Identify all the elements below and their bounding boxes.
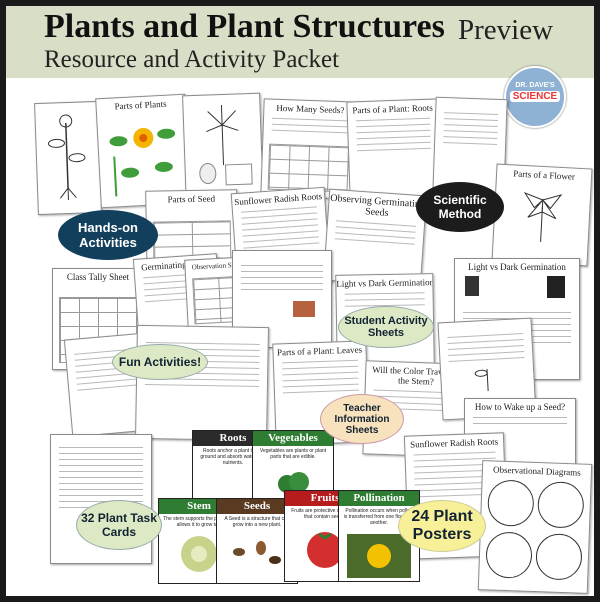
card-label: Vegetables [253,431,333,446]
sheet-parts-flower: Parts of a Flower [491,163,593,267]
oval-fun-activities: Fun Activities! [112,344,208,380]
flower-leaves-icon [109,127,176,197]
sheet-observing-seeds: Observing Germinating Seeds [322,188,428,288]
flower-diagram-icon [523,192,563,242]
logo-badge: DR. DAVE'S SCIENCE [504,66,566,128]
lily-icon [199,105,253,186]
card-desc: A Seed is a structure that can grow into… [224,516,290,528]
sheet-title: Light vs Dark Germination [336,277,435,289]
sheet-observational-diagrams: Observational Diagrams [477,460,593,594]
sheet-questions [135,324,269,442]
pot-icon [293,301,315,317]
oval-teacher-info: Teacher Information Sheets [320,394,404,444]
broccoli-icon [278,472,309,493]
sheet-title: Observing Germinating Seeds [329,192,426,219]
card-desc: Fruits are protective structures that co… [291,508,359,520]
cups-icon [465,276,565,298]
sheet-procedure [437,317,537,421]
seedling-icon [474,368,489,391]
card-desc: Roots anchor a plant to the ground and a… [200,448,266,466]
sheet-title: How to Wake up a Seed? [474,402,566,412]
oval-posters: 24 Plant Posters [398,500,486,552]
logo-line1: DR. DAVE'S [515,82,555,89]
sheet-title: Observational Diagrams [492,464,581,478]
sheet-parts-roots: Parts of a Plant: Roots [346,98,442,200]
card-desc: The stem supports the plant and allows i… [163,516,235,528]
oval-hands-on: Hands-on Activities [58,210,158,260]
card-label: Seeds [217,499,297,514]
oval-task-cards: 32 Plant Task Cards [76,500,162,550]
oval-scientific-method: Scientific Method [416,182,504,232]
sheet-bracket-plant [34,100,102,216]
card-desc: Pollination occurs when pollen is transf… [343,508,415,526]
stem-cross-section-icon [181,536,217,572]
task-card-pollination: Pollination Pollination occurs when poll… [338,490,420,582]
oval-student-activity: Student Activity Sheets [338,306,434,348]
page-subtitle: Resource and Activity Packet [44,46,340,73]
sheet-parts-of-plants: Parts of Plants [95,93,191,209]
tomato-icon [307,532,343,568]
sheet-how-many-seeds: How Many Seeds? [260,98,358,200]
plant-diagram-icon [47,114,86,201]
sheet-title: Class Tally Sheet [66,272,130,282]
sheet-title: Parts of a Plant: Roots [352,102,434,116]
sheet-lily-drawing [182,92,264,208]
sheet-title: How Many Seeds? [276,102,345,116]
sheet-title: Light vs Dark Germination [468,262,566,272]
sheet-title: Sunflower Radish Roots [233,191,323,208]
sheet-title: Parts of Seed [167,193,216,205]
sheet-title: Sunflower Radish Roots [409,436,499,450]
logo-line2: SCIENCE [510,91,560,102]
sheet-title: Parts of a Plant: Leaves [276,344,363,358]
seeds-icon [233,541,281,564]
card-desc: Vegetables are plants or plant parts tha… [259,448,327,460]
card-label: Pollination [339,491,419,506]
preview-label: Preview [458,14,554,46]
header-banner: Plants and Plant Structures Preview Reso… [6,6,594,78]
page-title: Plants and Plant Structures [44,8,445,45]
